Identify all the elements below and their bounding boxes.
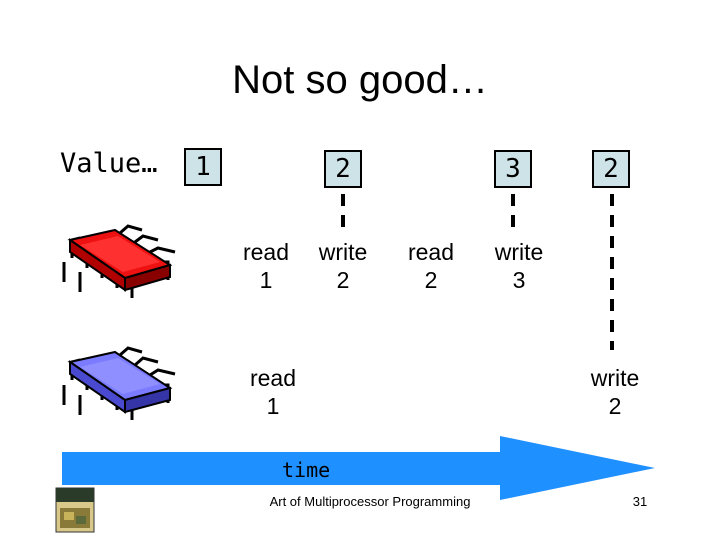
op-value: 1 [231,266,301,294]
op-verb: write [580,364,650,392]
page-number: 31 [620,494,660,509]
time-label: time [282,458,330,482]
op-verb: read [231,238,301,266]
op-value: 2 [580,392,650,420]
op-verb: write [484,238,554,266]
op-value: 1 [238,392,308,420]
op-verb: write [308,238,378,266]
value-box-3: 3 [494,150,532,188]
op-value: 2 [308,266,378,294]
slide-title: Not so good… [0,58,720,103]
red-op-write-2: write 2 [308,238,378,294]
red-op-read-2: read 2 [396,238,466,294]
red-op-write-3: write 3 [484,238,554,294]
red-processor-chip-icon [64,226,175,298]
footer-text: Art of Multiprocessor Programming [200,494,540,509]
op-value: 3 [484,266,554,294]
blue-op-read-1: read 1 [238,364,308,420]
value-box-4: 2 [592,150,630,188]
value-label: Value… [60,148,158,179]
book-cover-thumbnail [56,488,94,532]
blue-op-write-2: write 2 [580,364,650,420]
op-verb: read [396,238,466,266]
red-op-read-1: read 1 [231,238,301,294]
value-box-2: 2 [324,150,362,188]
time-arrow [62,436,655,500]
blue-processor-chip-icon [64,348,175,420]
op-value: 2 [396,266,466,294]
op-verb: read [238,364,308,392]
value-box-1: 1 [184,148,222,186]
